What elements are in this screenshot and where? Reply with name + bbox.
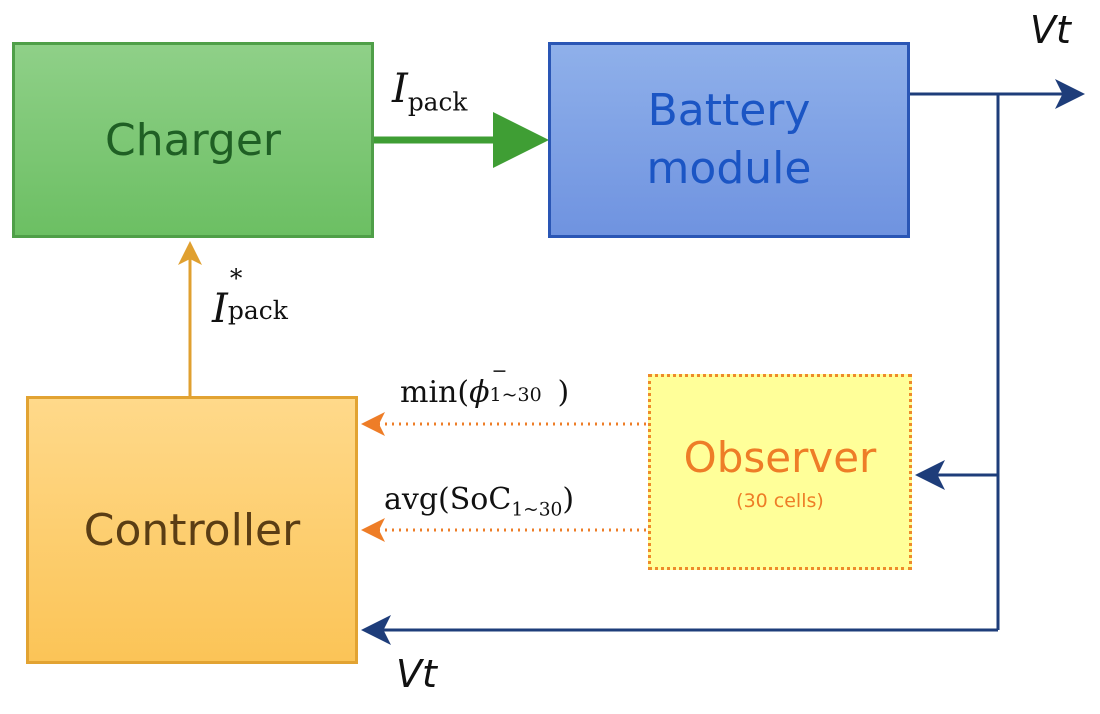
ipack-symbol: I bbox=[392, 66, 408, 112]
min-superscript: − bbox=[491, 360, 508, 382]
battery-label-line2: module bbox=[646, 143, 812, 194]
avg-soc-label: avg(SoC1~30) bbox=[384, 482, 574, 521]
min-prefix: min( bbox=[400, 375, 470, 410]
vt-top-label: Vt bbox=[1030, 8, 1071, 52]
ipack-ref-label: I * pack bbox=[212, 264, 308, 332]
charger-label: Charger bbox=[105, 114, 281, 166]
charger-block: Charger bbox=[12, 42, 374, 238]
avg-suffix: ) bbox=[562, 482, 575, 517]
ipack-subscript: pack bbox=[407, 87, 468, 117]
ipack-ref-subscript: pack bbox=[227, 296, 288, 325]
observer-sublabel: (30 cells) bbox=[736, 489, 824, 512]
ipack-ref-superscript: * bbox=[229, 264, 243, 293]
observer-label: Observer bbox=[683, 432, 877, 482]
battery-label-line1: Battery bbox=[647, 85, 811, 136]
ipack-ref-symbol: I bbox=[212, 286, 228, 332]
vt-bottom-label: Vt bbox=[396, 652, 437, 696]
vt-top-subscript: t bbox=[1056, 8, 1071, 52]
ipack-label: Ipack bbox=[392, 66, 467, 117]
observer-block: Observer (30 cells) bbox=[648, 374, 912, 570]
avg-prefix: avg(SoC bbox=[384, 482, 512, 517]
min-subscript: 1~30 bbox=[489, 384, 542, 406]
battery-module-block: Battery module bbox=[548, 42, 910, 238]
vt-bottom-subscript: t bbox=[422, 652, 437, 696]
controller-label: Controller bbox=[83, 504, 301, 556]
min-phi-label: min(ϕ − 1~30 ) bbox=[400, 360, 570, 410]
min-phi-symbol: ϕ bbox=[469, 375, 490, 410]
avg-subscript: 1~30 bbox=[511, 499, 563, 521]
vt-bottom-symbol: V bbox=[396, 652, 422, 696]
controller-block: Controller bbox=[26, 396, 358, 664]
min-suffix: ) bbox=[557, 375, 570, 410]
vt-top-symbol: V bbox=[1030, 8, 1056, 52]
